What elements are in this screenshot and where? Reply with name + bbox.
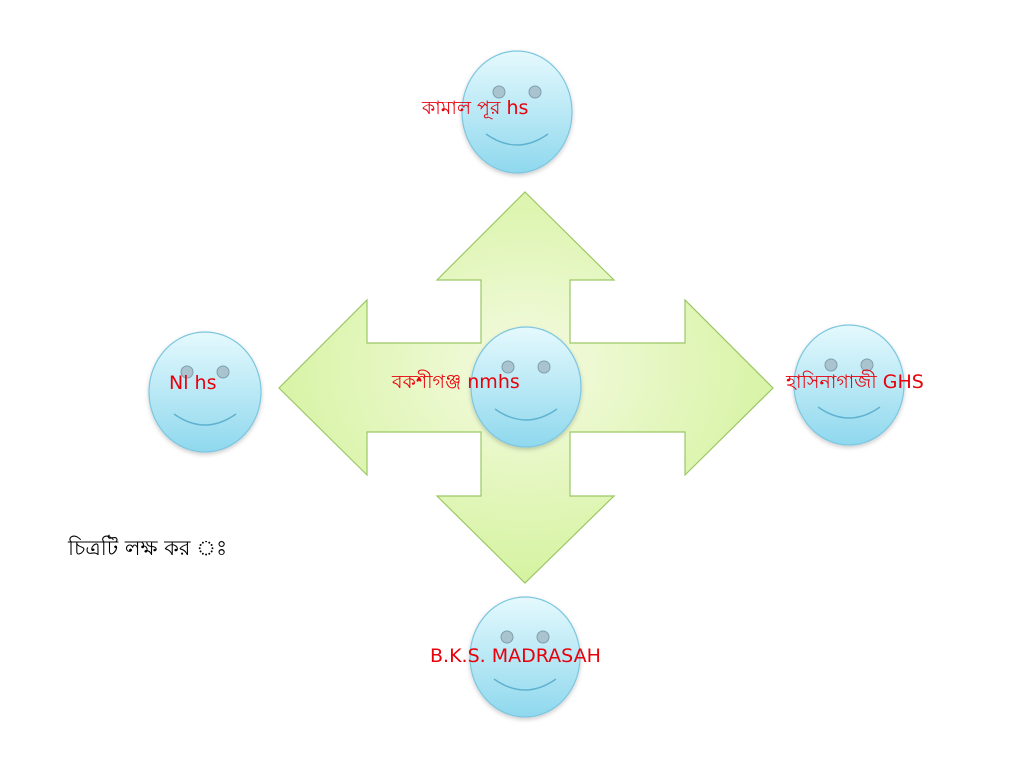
top-face-circle xyxy=(461,50,573,174)
bottom-right-eye xyxy=(536,630,550,644)
left-left-eye xyxy=(180,365,194,379)
center-node-label: বকশীগঞ্জ nmhs xyxy=(392,371,520,393)
bottom-node-label: B.K.S. MADRASAH xyxy=(430,645,601,667)
top-right-eye xyxy=(528,85,542,99)
left-smile xyxy=(173,413,237,426)
top-node-label: কামাল পূর hs xyxy=(422,97,529,119)
center-smiley-face xyxy=(470,326,582,448)
left-node-label: Nl hs xyxy=(169,372,217,394)
left-smiley-face xyxy=(148,331,262,453)
top-smile xyxy=(485,133,549,146)
center-left-eye xyxy=(501,360,515,374)
right-smile xyxy=(817,406,881,419)
bottom-smile xyxy=(493,678,557,691)
left-right-eye xyxy=(216,365,230,379)
center-right-eye xyxy=(537,360,551,374)
left-face-circle xyxy=(148,331,262,453)
instruction-caption: চিত্রটি লক্ষ কর ঃ xyxy=(68,536,228,560)
bottom-face-circle xyxy=(469,596,581,718)
center-smile xyxy=(494,408,558,421)
right-face-circle xyxy=(793,324,905,446)
right-node-label: হাসিনাগাজী GHS xyxy=(786,371,924,393)
right-left-eye xyxy=(824,358,838,372)
right-right-eye xyxy=(860,358,874,372)
top-left-eye xyxy=(492,85,506,99)
bottom-smiley-face xyxy=(469,596,581,718)
top-smiley-face xyxy=(461,50,573,174)
right-smiley-face xyxy=(793,324,905,446)
center-face-circle xyxy=(470,326,582,448)
bottom-left-eye xyxy=(500,630,514,644)
